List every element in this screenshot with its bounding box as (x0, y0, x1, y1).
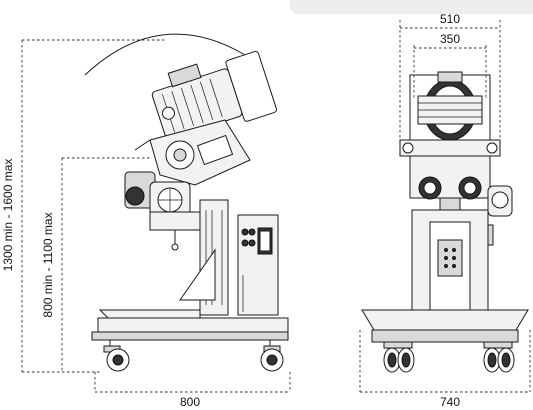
side-depth-label: 800 (180, 395, 200, 409)
front-width-label: 740 (440, 395, 460, 409)
overall-height-label: 1300 min - 1600 max (1, 159, 15, 272)
side-base (91, 309, 289, 350)
front-caster-right (483, 341, 515, 373)
header-tab (290, 0, 533, 14)
front-column (411, 209, 489, 311)
control-cabinet (237, 214, 279, 316)
side-column (179, 199, 229, 316)
side-dimension-lines (21, 39, 291, 393)
table-height-label: 800 min - 1100 max (41, 212, 55, 317)
swing-arc (84, 33, 246, 76)
front-view (361, 71, 529, 373)
top-width-outer-label: 510 (440, 12, 460, 26)
front-dimension-lines (359, 20, 531, 393)
milling-head (134, 119, 251, 186)
side-view (84, 33, 289, 372)
front-caster-left (383, 341, 415, 373)
front-tray (361, 309, 529, 343)
front-motor (409, 71, 491, 146)
top-width-inner-label: 350 (440, 32, 460, 46)
side-caster-left (103, 345, 130, 372)
side-caster-right (260, 345, 284, 372)
feed-rollers (124, 171, 211, 251)
